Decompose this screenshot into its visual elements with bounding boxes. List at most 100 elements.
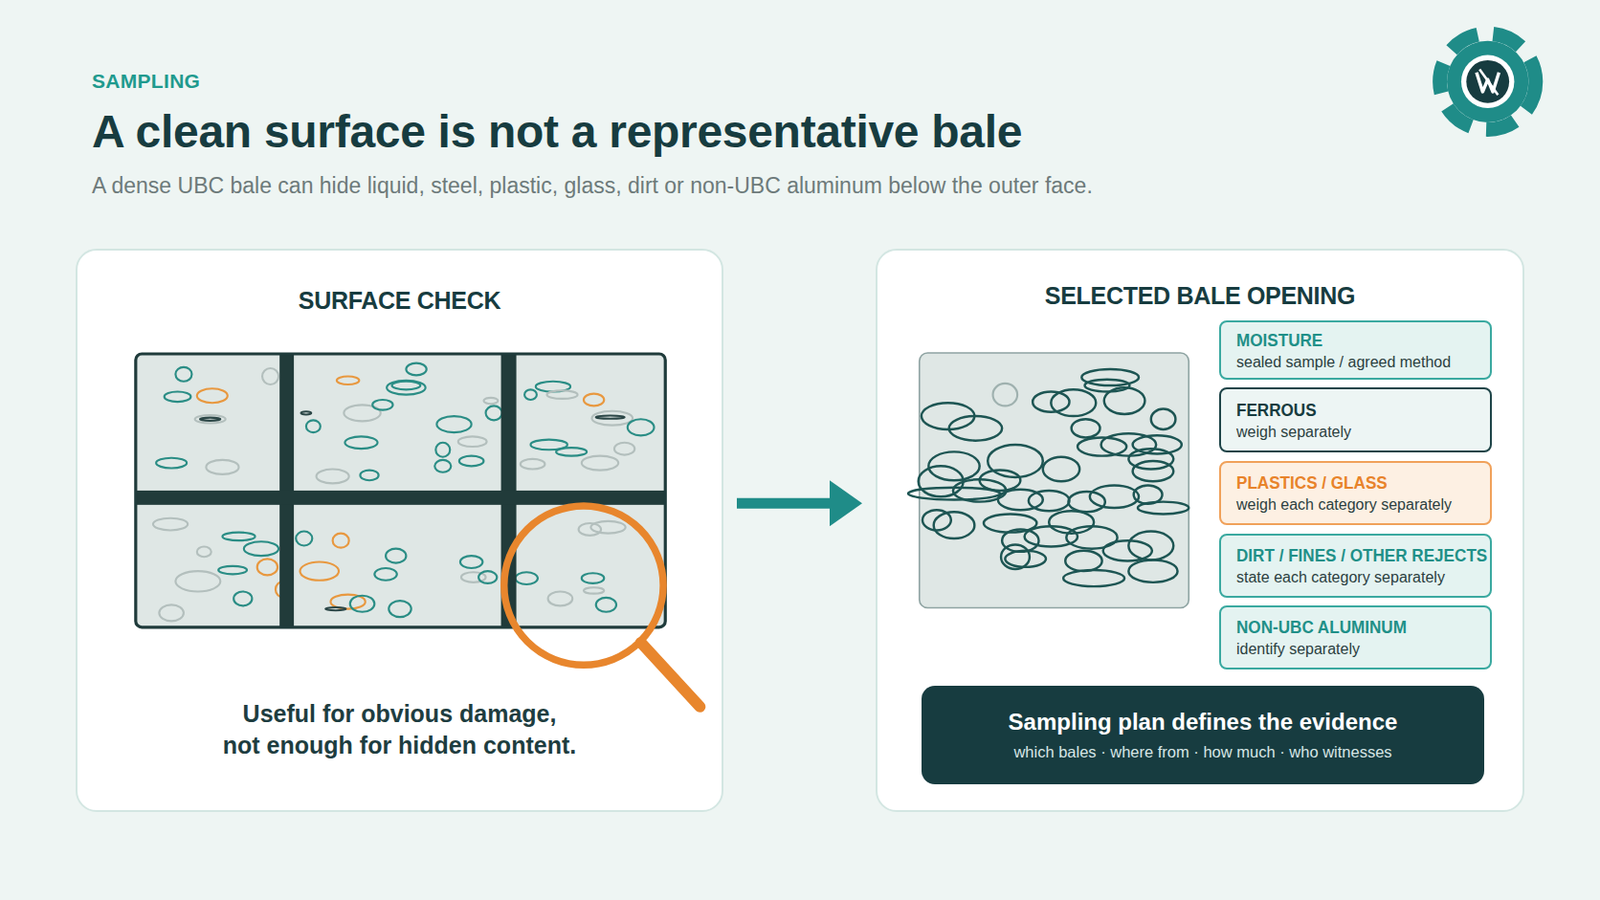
teal-can — [555, 447, 587, 457]
dense-can — [1050, 389, 1096, 417]
dense-can — [1048, 511, 1094, 534]
dense-can — [1032, 391, 1069, 412]
dense-can — [1066, 526, 1117, 549]
dense-can — [922, 510, 952, 531]
bale-face — [135, 354, 666, 628]
gray-can — [197, 547, 212, 558]
dense-can — [1081, 369, 1139, 386]
orange-can — [300, 562, 340, 581]
dense-can — [1137, 502, 1189, 515]
teal-can — [344, 436, 378, 449]
teal-can — [244, 541, 279, 556]
category-box: NON-UBC ALUMINUMidentify separately — [1219, 605, 1492, 670]
orange-can — [330, 595, 365, 610]
page-title: A clean surface is not a representative … — [91, 104, 1023, 160]
category-rule: weigh each category separately — [1236, 494, 1490, 515]
teal-can — [295, 532, 312, 547]
teal-can — [372, 400, 393, 411]
gray-can — [175, 571, 221, 592]
panel-heading: SELECTED BALE OPENING — [877, 280, 1523, 312]
dense-can — [933, 511, 976, 539]
teal-can — [435, 443, 450, 458]
bale-strap — [279, 354, 294, 628]
teal-can — [386, 380, 426, 396]
logo-hub — [1461, 55, 1514, 109]
teal-can — [459, 456, 485, 467]
dense-can — [1001, 529, 1039, 552]
logo-gear-teeth — [1440, 33, 1536, 130]
dense-can — [1133, 435, 1182, 454]
panel-heading: SURFACE CHECK — [77, 285, 722, 316]
bale-strap — [501, 354, 517, 628]
teal-can — [164, 391, 192, 402]
category-rule: weigh separately — [1236, 422, 1490, 443]
dense-can — [1065, 551, 1102, 572]
gray-can — [548, 591, 574, 606]
dense-can — [987, 444, 1044, 478]
dense-can — [918, 466, 964, 497]
teal-can — [596, 598, 617, 613]
teal-can — [581, 573, 604, 584]
dense-can — [1151, 409, 1177, 430]
gray-can — [461, 572, 487, 583]
gray-can — [578, 523, 601, 536]
teal-can — [405, 363, 426, 377]
teal-can — [486, 405, 503, 421]
orange-can — [333, 533, 350, 549]
dense-can — [1000, 544, 1030, 570]
dense-can — [1133, 461, 1175, 482]
category-box: MOISTUREsealed sample / agreed method — [1219, 320, 1492, 380]
logo-core — [1466, 60, 1510, 104]
gray-can — [483, 398, 498, 404]
dense-can — [1063, 570, 1125, 587]
gray-can — [262, 368, 279, 385]
dense-can — [1128, 559, 1178, 582]
category-name: FERROUS — [1236, 399, 1466, 423]
dense-can — [1071, 419, 1101, 438]
teal-can — [627, 419, 655, 436]
dense-can — [1128, 532, 1174, 561]
flow-arrow — [736, 498, 832, 510]
dense-can — [1028, 490, 1070, 512]
dense-can — [949, 416, 1002, 442]
bale-strap — [135, 490, 666, 506]
teal-can — [359, 470, 378, 482]
category-rule: state each category separately — [1236, 567, 1490, 588]
dense-can — [1043, 457, 1080, 483]
gray-can — [205, 460, 239, 475]
teal-can — [478, 571, 497, 584]
gray-can — [547, 390, 578, 400]
dense-can — [1004, 551, 1046, 568]
panel-note: Useful for obvious damage, not enough fo… — [189, 698, 611, 762]
dense-can — [1133, 486, 1163, 505]
category-name: MOISTURE — [1236, 329, 1466, 353]
banner-detail: which bales · where from · how much · wh… — [1013, 742, 1392, 763]
gray-can — [153, 518, 188, 532]
teal-can — [155, 458, 187, 469]
category-rule: sealed sample / agreed method — [1236, 352, 1490, 373]
teal-can — [306, 420, 321, 433]
orange-can — [257, 558, 278, 576]
teal-can — [514, 572, 537, 585]
orange-can — [197, 388, 228, 403]
logo-slash — [1479, 69, 1498, 96]
gray-can — [581, 456, 619, 471]
logo-mark — [1476, 72, 1499, 92]
orange-can — [583, 394, 604, 407]
panel-card: SURFACE CHECK Useful for obvious damage, … — [75, 248, 724, 813]
teal-can — [391, 381, 421, 391]
teal-can — [374, 568, 397, 581]
teal-can — [530, 440, 567, 451]
dense-can — [1101, 433, 1157, 456]
teal-can — [460, 555, 483, 569]
pale-can — [993, 383, 1019, 406]
orange-can — [275, 581, 292, 599]
dense-can — [928, 451, 979, 481]
teal-can — [385, 549, 406, 564]
category-name: PLASTICS / GLASS — [1236, 471, 1466, 495]
teal-can — [524, 389, 537, 400]
dense-can — [921, 402, 975, 430]
plan-banner: Sampling plan defines the evidencewhich … — [921, 686, 1485, 785]
dense-can — [1128, 448, 1174, 469]
dark-can — [301, 411, 312, 415]
